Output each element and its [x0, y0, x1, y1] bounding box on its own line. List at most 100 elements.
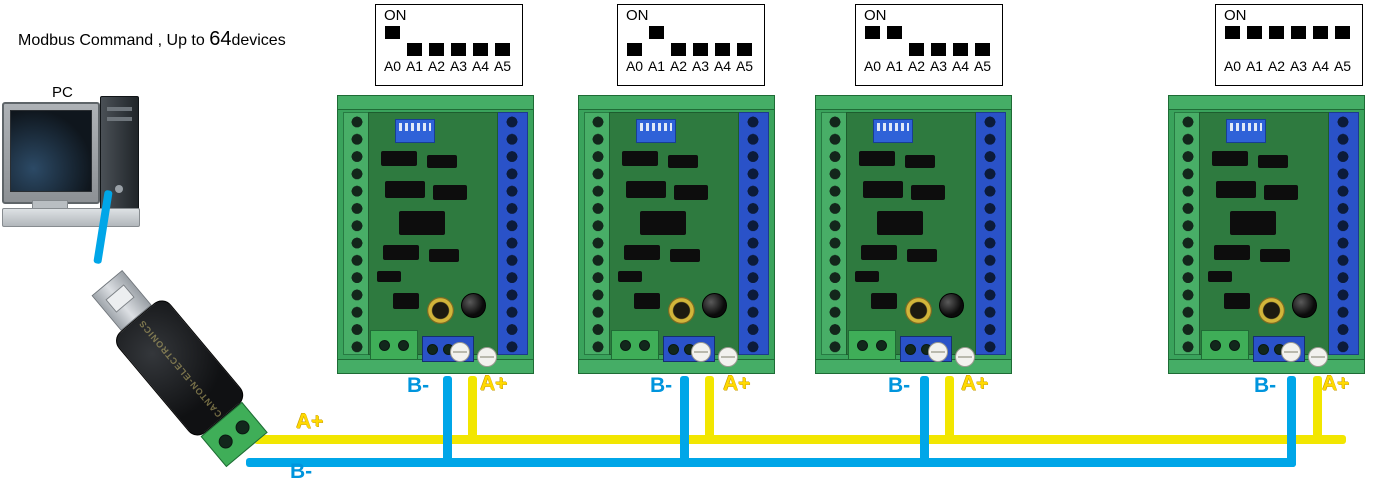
ic-chip: [399, 211, 445, 235]
dip-switch-handle: [1313, 26, 1328, 39]
terminal-strip-right: [738, 112, 769, 355]
io-module-2: [578, 95, 775, 374]
inductor: [668, 297, 695, 324]
ic-chip: [859, 151, 895, 166]
dip-switch-a1: [885, 26, 904, 56]
dip-switch-handle: [715, 43, 730, 56]
bus-wire-a-plus: [254, 435, 1346, 444]
ic-chip: [640, 211, 686, 235]
ic-chip: [377, 271, 401, 282]
title-device-count: 64: [209, 28, 232, 50]
a-plus-drop-wire: [468, 376, 477, 444]
title-prefix: Modbus Command , Up to: [18, 32, 210, 49]
ic-chip: [907, 249, 937, 262]
dip-pin-label: A1: [647, 58, 666, 74]
inductor: [905, 297, 932, 324]
pc-screen: [10, 110, 92, 192]
dip-pin-label: A5: [493, 58, 512, 74]
terminal-screw: [215, 431, 236, 452]
dip-switch-a0: [625, 26, 644, 56]
diagram-title: Modbus Command , Up to 64devices: [18, 28, 286, 50]
dip-pin-label: A3: [691, 58, 710, 74]
terminal-screw: [620, 339, 631, 351]
usb-plug-slot: [105, 284, 135, 313]
terminal-strip-left: [1174, 112, 1202, 355]
din-rail-top: [1169, 96, 1364, 110]
tower-power-button: [115, 185, 123, 193]
dip-pin-label: A4: [713, 58, 732, 74]
trimpot: [450, 342, 470, 362]
ic-chip: [905, 155, 935, 168]
pcb: [846, 112, 976, 355]
terminal-screw: [379, 339, 390, 351]
ic-chip: [385, 181, 425, 198]
terminal-strip-left: [343, 112, 371, 355]
ic-chip: [429, 249, 459, 262]
dip-switch-a1: [1245, 26, 1264, 56]
dip-switch-handle: [451, 43, 466, 56]
terminal-screw: [427, 343, 439, 355]
ic-chip: [861, 245, 897, 260]
ic-chip: [383, 245, 419, 260]
terminal-screw: [668, 343, 680, 355]
tower-drive-slot: [107, 107, 132, 111]
dip-switch-handle: [693, 43, 708, 56]
dip-switch-row: [376, 26, 522, 56]
terminal-strip-right: [975, 112, 1006, 355]
voltage-regulator: [1224, 293, 1250, 309]
terminal-strip-right: [1328, 112, 1359, 355]
dip-switch-handle: [1269, 26, 1284, 39]
dip-switch-handle: [975, 43, 990, 56]
dip-pin-label: A0: [383, 58, 402, 74]
terminal-screw: [398, 339, 409, 351]
b-minus-drop-wire: [680, 376, 689, 467]
b-minus-label: B-: [407, 374, 430, 397]
ic-chip: [1214, 245, 1250, 260]
dip-on-label: ON: [384, 7, 407, 24]
dip-switch-handle: [737, 43, 752, 56]
pcb: [609, 112, 739, 355]
dip-switch-a5: [735, 26, 754, 56]
trimpot: [1281, 342, 1301, 362]
dip-pin-label: A5: [973, 58, 992, 74]
ic-chip: [674, 185, 708, 200]
b-minus-drop-wire: [443, 376, 452, 467]
dip-switch-handle: [887, 26, 902, 39]
io-module-3: [815, 95, 1012, 374]
trimpot: [477, 347, 497, 367]
onboard-dip-switch: [1226, 119, 1266, 143]
dip-switch-handle: [1291, 26, 1306, 39]
terminal-screw: [1210, 339, 1221, 351]
io-module-1: [337, 95, 534, 374]
dip-pin-label: A0: [863, 58, 882, 74]
dip-pin-label: A2: [669, 58, 688, 74]
a-plus-drop-wire: [945, 376, 954, 444]
dip-switch-handle: [1225, 26, 1240, 39]
voltage-regulator: [634, 293, 660, 309]
rs485-terminal-block: [370, 330, 418, 360]
ic-chip: [1208, 271, 1232, 282]
dip-switch-handle: [649, 26, 664, 39]
din-rail-top: [338, 96, 533, 110]
ic-chip: [1216, 181, 1256, 198]
ic-chip: [1258, 155, 1288, 168]
title-suffix: devices: [231, 32, 286, 49]
dip-on-label: ON: [864, 7, 887, 24]
ic-chip: [877, 211, 923, 235]
dip-switch-a0: [1223, 26, 1242, 56]
a-plus-drop-wire: [705, 376, 714, 444]
dip-switch-a3: [691, 26, 710, 56]
dip-pin-label: A2: [427, 58, 446, 74]
ic-chip: [668, 155, 698, 168]
trimpot: [718, 347, 738, 367]
dip-switch-a2: [669, 26, 688, 56]
onboard-dip-switch: [636, 119, 676, 143]
dip-switch-handle: [909, 43, 924, 56]
terminal-strip-right: [497, 112, 528, 355]
terminal-screw: [905, 343, 917, 355]
